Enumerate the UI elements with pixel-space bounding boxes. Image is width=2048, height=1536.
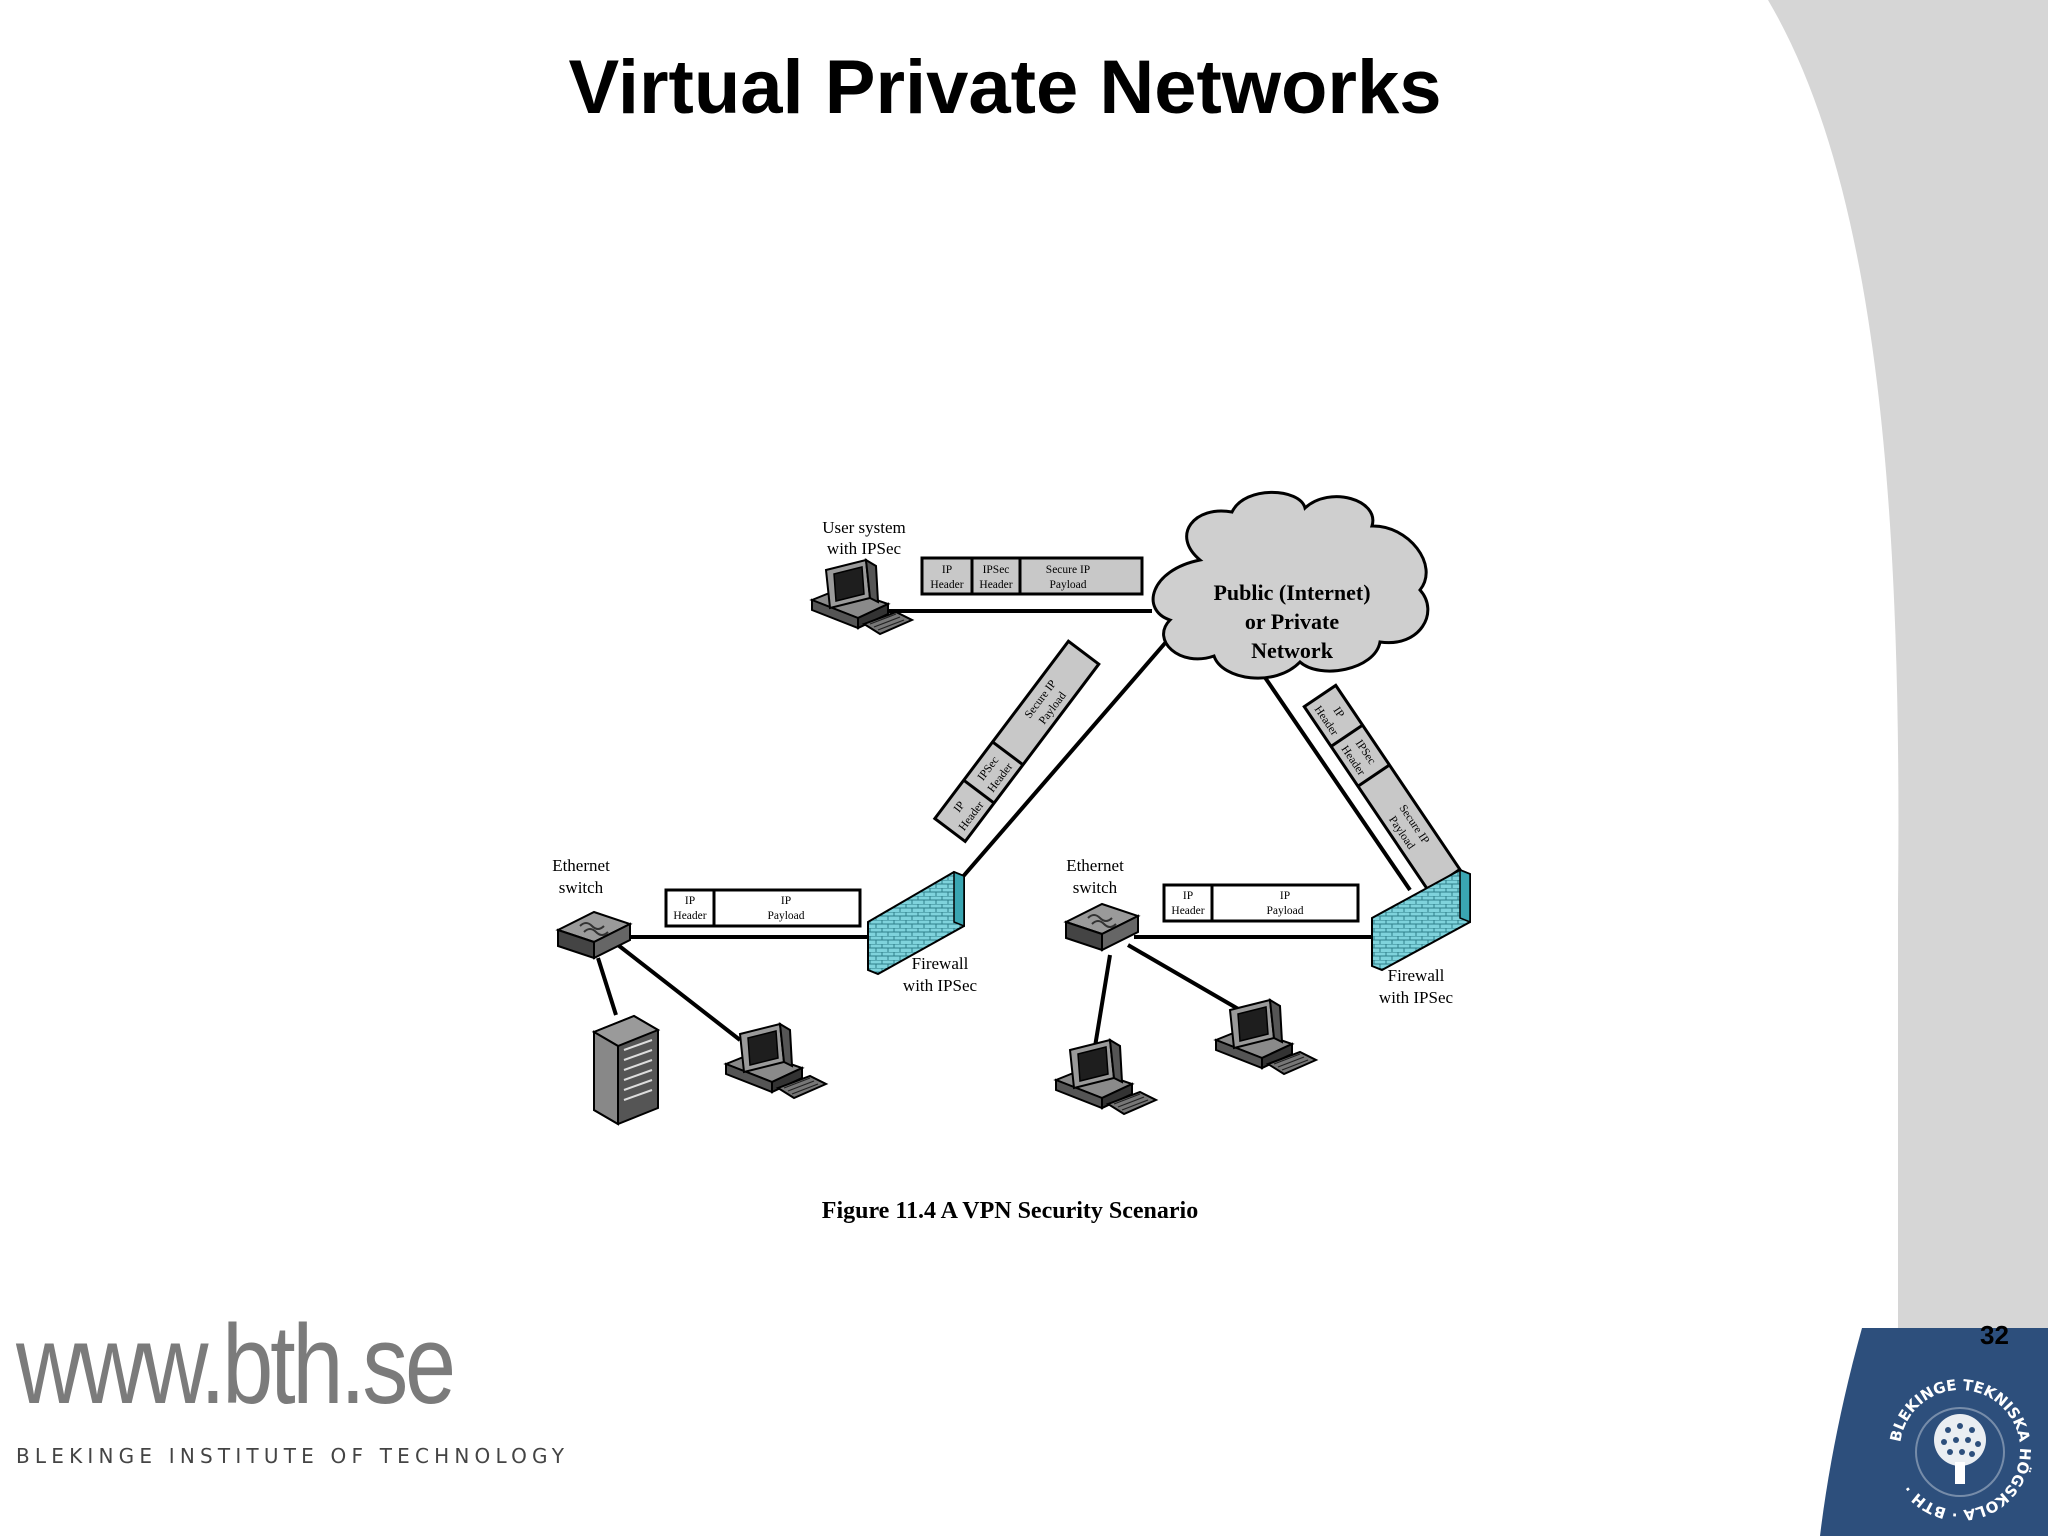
left-switch-label-line-2: switch bbox=[559, 878, 604, 897]
packet-left-plain-ip-payload-1: IP bbox=[781, 895, 791, 907]
packet-right-plain-ip-payload-1: IP bbox=[1280, 890, 1290, 902]
packet-right-plain bbox=[1162, 883, 1360, 923]
cloud-label-line-1: Public (Internet) bbox=[1213, 580, 1370, 605]
server-icon bbox=[591, 1014, 661, 1126]
left-switch-label-line-1: Ethernet bbox=[552, 856, 610, 875]
packet-right-plain-ip-payload-2: Payload bbox=[1266, 905, 1303, 917]
user-system-label-line-1: User system bbox=[822, 518, 906, 537]
left-firewall-label-line-2: with IPSec bbox=[903, 976, 978, 995]
cloud-label-line-2: or Private bbox=[1245, 609, 1340, 634]
left-firewall-label-line-1: Firewall bbox=[912, 954, 969, 973]
slide-title: Virtual Private Networks bbox=[568, 45, 1442, 130]
packet-left-plain-ip-header-2: Header bbox=[673, 910, 706, 922]
left-lan: Ethernet switch IP Header IP Payload Fir… bbox=[552, 856, 978, 1126]
packet-top-ipsec-header-2: Header bbox=[979, 579, 1012, 591]
packet-top-ip-header-2: Header bbox=[930, 579, 963, 591]
right-firewall-label-line-2: with IPSec bbox=[1379, 988, 1454, 1007]
left-firewall-icon bbox=[867, 870, 965, 976]
user-system-computer-icon bbox=[811, 559, 913, 635]
logo-url: www.bth.se bbox=[16, 1302, 456, 1427]
packet-left-diagonal: IP Header IPSec Header Secure IP Payload bbox=[932, 639, 1101, 844]
network-links bbox=[596, 609, 1412, 1066]
packet-top-ipsec-header-1: IPSec bbox=[983, 564, 1010, 576]
left-lan-computer-icon bbox=[725, 1023, 827, 1099]
packet-left-plain-ip-header-1: IP bbox=[685, 895, 695, 907]
packet-top-secure-payload-2: Payload bbox=[1049, 579, 1086, 591]
right-lan-computer-icon-2 bbox=[1215, 999, 1317, 1075]
user-system-label-line-2: with IPSec bbox=[827, 539, 902, 558]
right-switch-label-line-2: switch bbox=[1073, 878, 1118, 897]
packet-top: IP Header IPSec Header Secure IP Payload bbox=[920, 556, 1144, 596]
packet-left-plain-ip-payload-2: Payload bbox=[767, 910, 804, 922]
packet-right-plain-ip-header-2: Header bbox=[1171, 905, 1204, 917]
packet-right-plain-ip-header-1: IP bbox=[1183, 890, 1193, 902]
logo-institute-name: BLEKINGE INSTITUTE OF TECHNOLOGY bbox=[16, 1444, 570, 1468]
cloud-label-line-3: Network bbox=[1251, 638, 1334, 663]
figure-caption: Figure 11.4 A VPN Security Scenario bbox=[821, 1198, 1199, 1224]
right-firewall-label-line-1: Firewall bbox=[1388, 966, 1445, 985]
user-system: User system with IPSec bbox=[811, 518, 913, 635]
left-ethernet-switch-icon bbox=[557, 911, 631, 959]
page-number: 32 bbox=[1980, 1320, 2009, 1350]
packet-right-diagonal: IP Header IPSec Header Secure IP Payload bbox=[1302, 683, 1462, 893]
right-ethernet-switch-icon bbox=[1065, 903, 1139, 951]
right-switch-label-line-1: Ethernet bbox=[1066, 856, 1124, 875]
side-band bbox=[1768, 0, 2048, 1536]
right-firewall-icon bbox=[1371, 868, 1471, 972]
network-cloud: Public (Internet) or Private Network bbox=[1151, 490, 1430, 680]
packet-left-plain bbox=[664, 888, 862, 928]
right-lan: Ethernet switch IP Header IP Payload Fir… bbox=[1055, 856, 1471, 1115]
packet-top-ip-header-1: IP bbox=[942, 564, 952, 576]
right-lan-computer-icon-1 bbox=[1055, 1039, 1157, 1115]
packet-top-secure-payload-1: Secure IP bbox=[1046, 564, 1090, 576]
